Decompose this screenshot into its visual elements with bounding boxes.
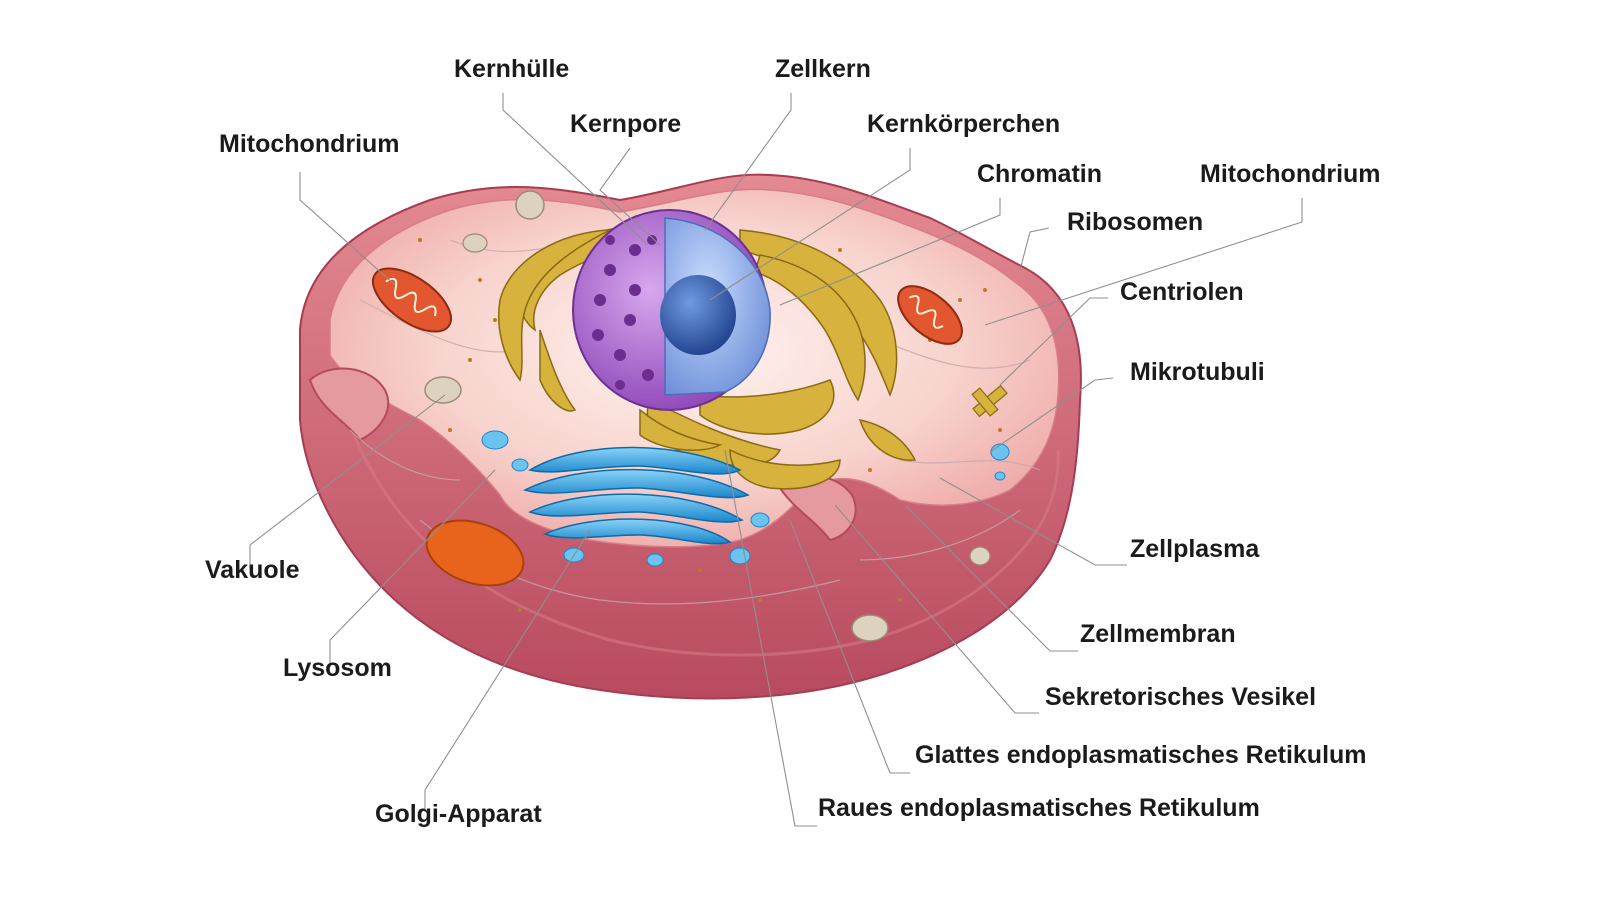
label-golgi: Golgi-Apparat — [375, 800, 542, 828]
vacuole-4 — [969, 546, 991, 566]
label-mitochondrium-right: Mitochondrium — [1200, 160, 1381, 188]
label-centriolen: Centriolen — [1120, 278, 1244, 306]
leader-lines — [249, 93, 1303, 827]
vacuole — [424, 376, 462, 404]
label-mikrotubuli: Mikrotubuli — [1130, 358, 1265, 386]
vacuole-3 — [851, 614, 889, 642]
label-sekretorisches-vesikel: Sekretorisches Vesikel — [1045, 683, 1317, 711]
vacuole-2 — [462, 233, 488, 253]
label-raues-er: Raues endoplasmatisches Retikulum — [818, 794, 1260, 822]
cell-front-face — [328, 359, 1060, 657]
rough-er — [497, 223, 917, 490]
lysosome — [425, 519, 525, 587]
membrane-notch-left — [308, 367, 390, 442]
label-mitochondrium-left: Mitochondrium — [219, 130, 400, 158]
nucleus — [572, 209, 771, 411]
label-vakuole: Vakuole — [205, 556, 300, 584]
centrioles — [971, 384, 1008, 418]
label-glattes-er: Glattes endoplasmatisches Retikulum — [915, 741, 1367, 769]
label-zellplasma: Zellplasma — [1130, 535, 1260, 563]
label-chromatin: Chromatin — [977, 160, 1102, 188]
label-kernpore: Kernpore — [570, 110, 682, 138]
label-zellkern: Zellkern — [775, 55, 871, 83]
label-zellmembran: Zellmembran — [1080, 620, 1236, 648]
label-kernkoerperchen: Kernkörperchen — [867, 110, 1061, 138]
label-ribosomen: Ribosomen — [1067, 208, 1204, 236]
mitochondrion-left — [372, 267, 452, 333]
golgi-apparatus — [522, 446, 750, 545]
golgi-vesicles — [481, 430, 1010, 567]
nuclear-pores — [592, 235, 657, 390]
label-lysosom: Lysosom — [283, 654, 392, 682]
vacuole-5 — [515, 190, 545, 220]
mitochondrion-right — [897, 285, 963, 345]
label-kernhuelle: Kernhülle — [454, 55, 570, 83]
nucleolus — [660, 275, 736, 355]
